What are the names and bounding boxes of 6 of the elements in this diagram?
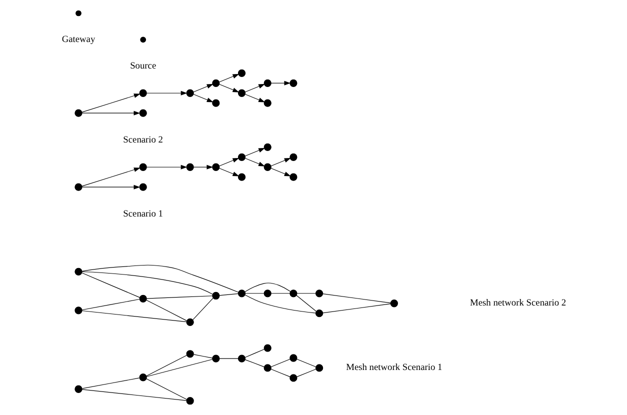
label: Mesh network Scenario 1 — [346, 363, 442, 374]
legend-label: Source — [130, 61, 156, 72]
legend-label: Gateway — [61, 34, 95, 45]
label: Scenario 2 — [122, 135, 163, 146]
label: Scenario 1 — [122, 209, 163, 220]
label: Mesh network Scenario 2 — [470, 298, 566, 309]
